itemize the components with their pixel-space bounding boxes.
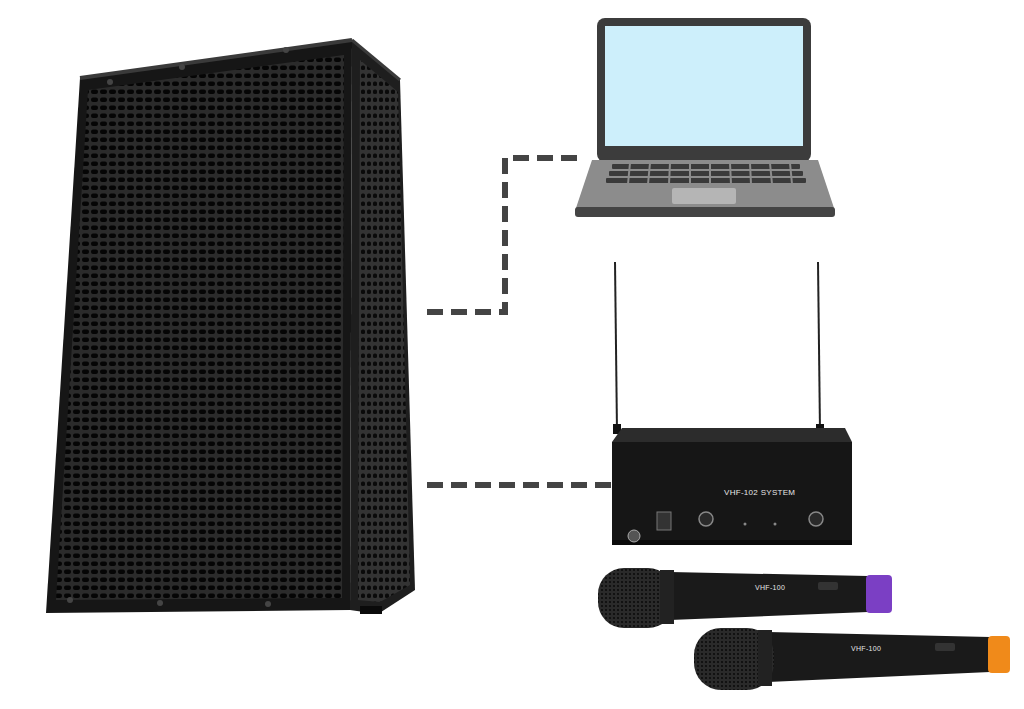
dashed-cable: [427, 482, 612, 488]
device-print: VHF-102 SYSTEM: [724, 488, 795, 497]
laptop: [575, 18, 835, 218]
device-print: VHF-100: [755, 584, 785, 591]
wireless-receiver: VHF-102 SYSTEM: [612, 428, 852, 545]
microphone-illustration: [694, 628, 1010, 690]
receiver-illustration: [612, 262, 852, 545]
microphone-illustration: [598, 568, 892, 628]
wireless-microphone: VHF-100: [693, 628, 1010, 690]
speaker: [45, 35, 417, 620]
device-print: VHF-100: [851, 645, 881, 652]
laptop-illustration: [575, 18, 835, 217]
wireless-microphone: VHF-100: [597, 568, 893, 628]
speaker-illustration: [46, 40, 415, 614]
dashed-cable: [427, 158, 581, 312]
